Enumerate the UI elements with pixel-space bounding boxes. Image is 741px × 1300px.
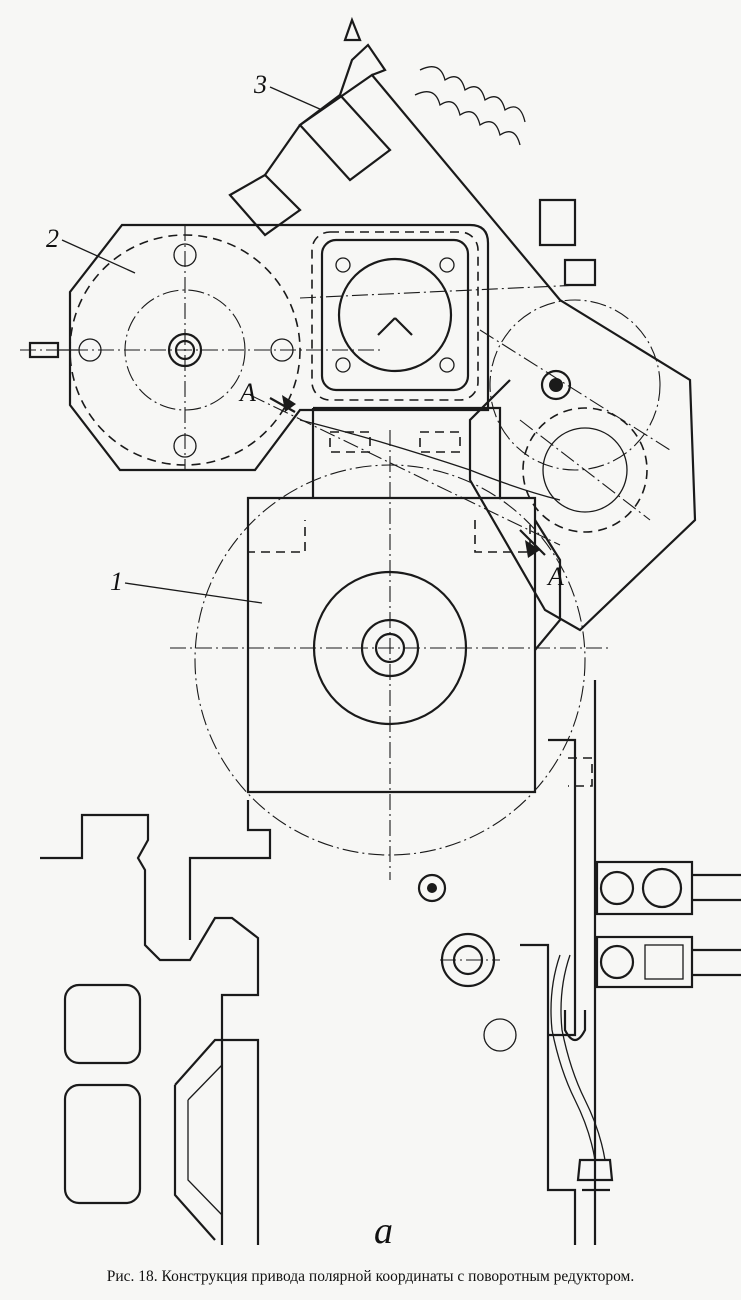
section-label-a-right: A (546, 562, 564, 591)
label-part-2: 2 (46, 224, 59, 253)
section-a-a (249, 394, 561, 558)
part-labels: 1 2 3 A A а (46, 70, 564, 1252)
figure-caption: Рис. 18. Конструкция привода полярной ко… (106, 1268, 635, 1285)
center-block (299, 231, 581, 401)
lower-left-mechanism (40, 800, 272, 1245)
section-label-a-left: A (238, 378, 256, 407)
label-part-1: 1 (110, 567, 123, 596)
technical-drawing: 1 2 3 A A а (20, 16, 741, 1252)
part-2-plate (20, 223, 490, 472)
lower-right-mechanism (417, 680, 741, 1245)
part-3-reducer (228, 16, 697, 632)
label-part-3: 3 (253, 70, 267, 99)
subfigure-letter: а (374, 1210, 393, 1252)
